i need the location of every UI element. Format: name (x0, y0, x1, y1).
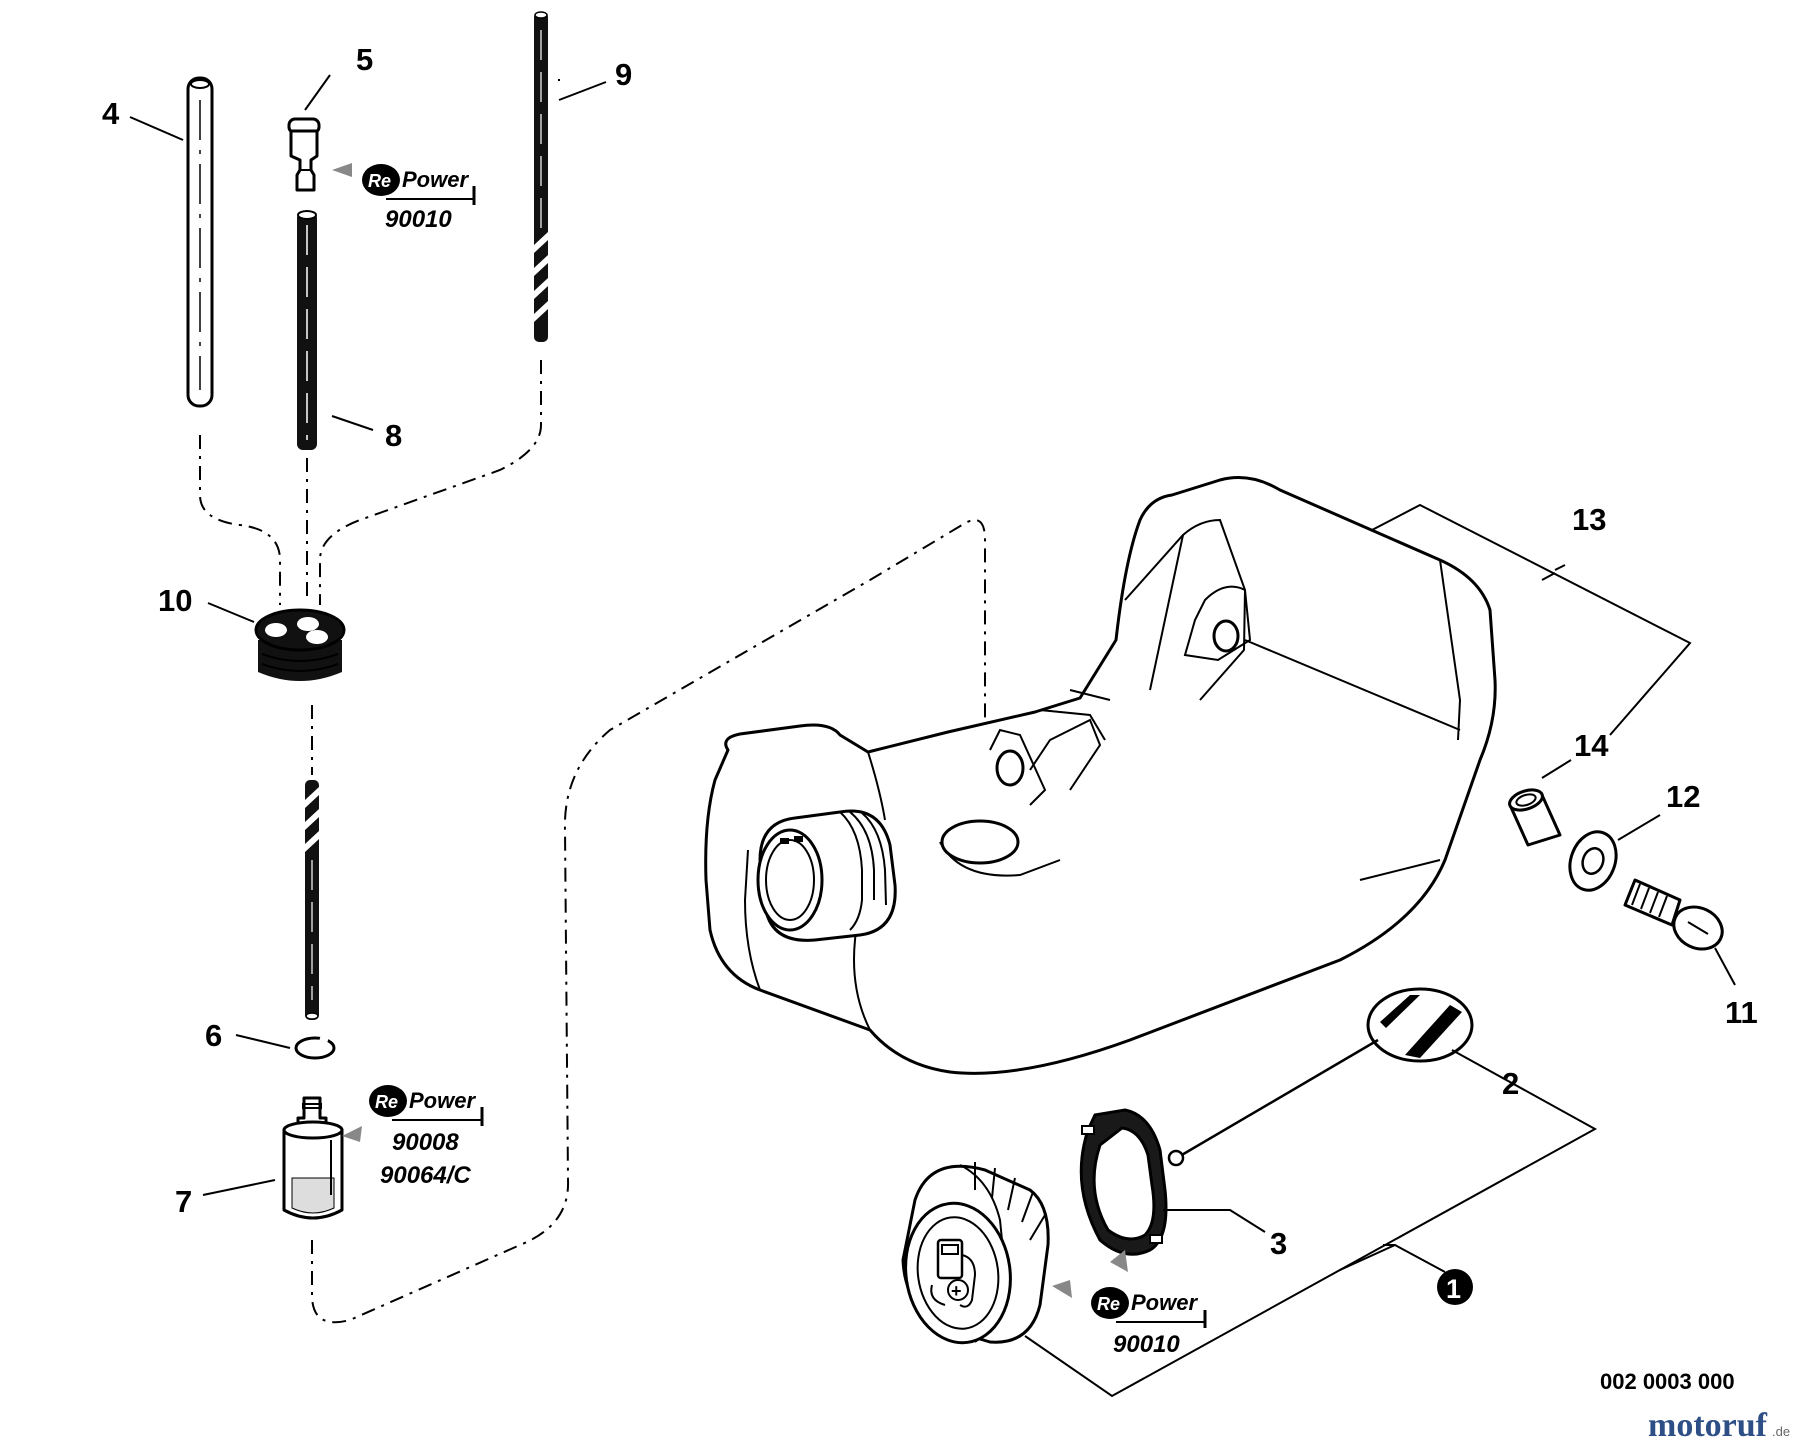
fuel-filler-neck (756, 809, 897, 942)
part-6-clip (294, 1036, 336, 1060)
watermark-text: motoruf (1648, 1407, 1768, 1444)
part-9-fuel-line (534, 11, 548, 342)
callout-5: 5 (356, 42, 373, 77)
part-8-fuel-hose (297, 210, 317, 450)
repower-part-number-part-5: 90010 (385, 206, 452, 233)
repower-logo-cap: Re Power 90010 (1052, 1250, 1207, 1358)
part-5-fuel-fitting (287, 117, 321, 192)
part-9-fuel-line-lower (305, 780, 319, 1020)
repower-part-number-cap: 90010 (1113, 1331, 1180, 1358)
repower-logo-text: Power (409, 1088, 476, 1113)
svg-text:+: + (951, 1281, 962, 1301)
callout-14: 14 (1574, 728, 1609, 763)
part-14-bushing (1508, 788, 1562, 847)
repower-logo-part-7: Re Power 90008 90064/C (342, 1085, 484, 1189)
repower-logo-text: Power (402, 167, 469, 192)
repower-part-number-part-7-a: 90008 (392, 1129, 459, 1156)
callout-6: 6 (205, 1018, 222, 1053)
part-7-fuel-filter (282, 1096, 344, 1220)
callout-7: 7 (175, 1184, 192, 1219)
callout-1: 1 (1446, 1274, 1461, 1304)
callout-11: 11 (1725, 995, 1758, 1030)
repower-logo-re: Re (368, 171, 391, 191)
part-11-screw (1623, 878, 1724, 951)
part-10-grommet (254, 608, 346, 681)
callout-10: 10 (158, 583, 192, 618)
part-4-fuel-tube (186, 76, 214, 408)
part-3-cap-gasket (1079, 1108, 1168, 1256)
repower-logo-text: Power (1131, 1290, 1198, 1315)
part-2-fuel-strainer (1167, 987, 1474, 1167)
callout-12: 12 (1666, 779, 1700, 814)
callout-3: 3 (1270, 1226, 1287, 1261)
repower-part-number-part-7-b: 90064/C (380, 1162, 471, 1189)
callout-8: 8 (385, 418, 402, 453)
callout-13: 13 (1572, 502, 1606, 537)
watermark: motoruf .de (1648, 1407, 1790, 1444)
fuel-pump-icon: + (930, 1238, 977, 1308)
repower-logo-re: Re (375, 1092, 398, 1112)
part-12-washer (1568, 830, 1618, 892)
repower-logo-re: Re (1097, 1294, 1120, 1314)
callout-9: 9 (615, 57, 632, 92)
part-13-fuel-tank (704, 476, 1497, 1075)
drawing-number: 002 0003 000 (1600, 1369, 1735, 1394)
watermark-suffix: .de (1772, 1424, 1790, 1439)
repower-logo-part-5: Re Power 90010 (332, 163, 476, 233)
callout-4: 4 (102, 96, 120, 131)
part-1-fuel-cap: + (901, 1162, 1050, 1345)
callout-2: 2 (1502, 1066, 1519, 1101)
callout-1-badge: 1 (1437, 1269, 1473, 1305)
